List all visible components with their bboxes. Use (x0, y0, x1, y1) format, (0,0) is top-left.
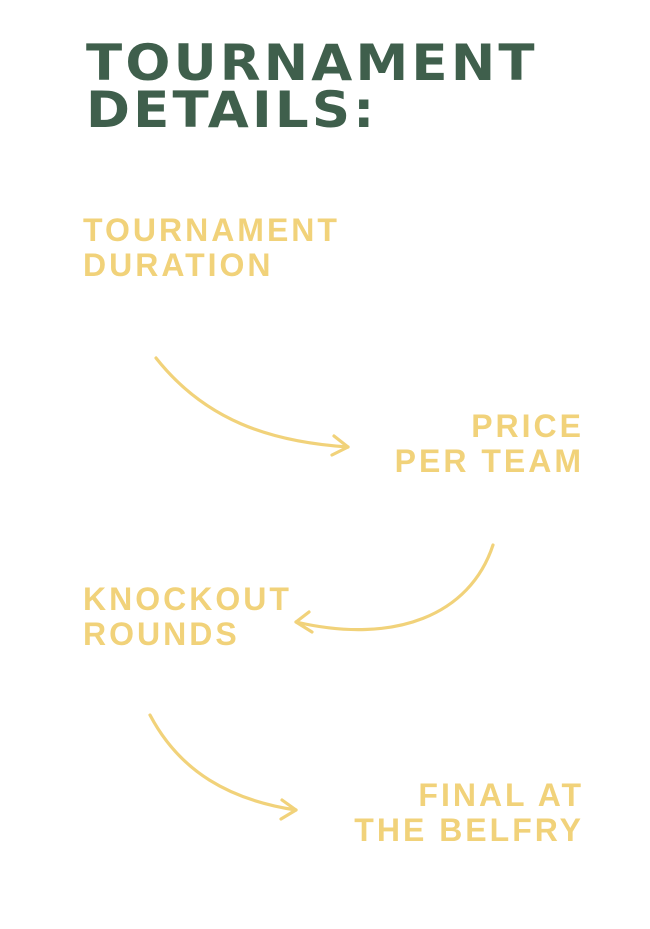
step-final-label-line-1: FINAL AT (418, 777, 584, 813)
arrow-price-to-knockout-icon (294, 543, 495, 634)
step-duration-label-line-2: DURATION (83, 247, 274, 283)
step-knockout-label-line-1: KNOCKOUT (83, 581, 292, 617)
page-title-line-2: DETAILS: (86, 81, 378, 139)
arrow-duration-to-price-icon (154, 356, 350, 457)
step-duration-label-line-1: TOURNAMENT (83, 212, 340, 248)
step-price-label-line-1: PRICE (471, 408, 584, 444)
step-final-label-line-2: THE BELFRY (354, 812, 584, 848)
page-title-line-1: TOURNAMENT (86, 34, 538, 92)
arrow-knockout-to-final-icon (148, 713, 298, 821)
step-knockout-label-line-2: ROUNDS (83, 616, 240, 652)
step-price-label-line-2: PER TEAM (394, 443, 584, 479)
